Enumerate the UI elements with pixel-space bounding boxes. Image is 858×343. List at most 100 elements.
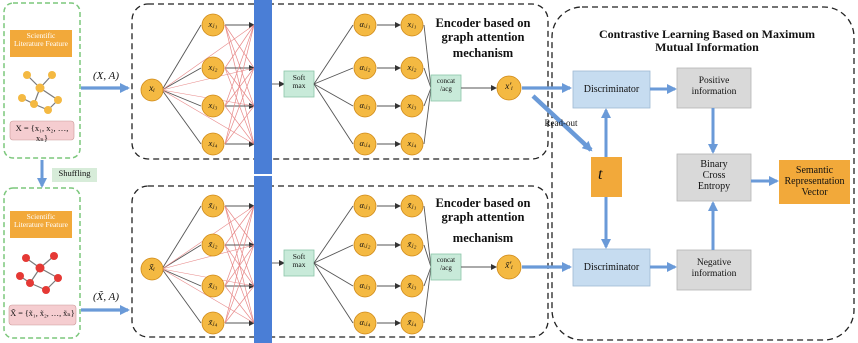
top-concat-label: concat/acg (431, 77, 461, 94)
top-cross-edge-4-2 (224, 67, 255, 145)
bottom-neighbor-node-2 (201, 233, 225, 257)
top-center-to-neighbor-3 (161, 89, 202, 107)
bottom-output-node-label: x̃′ᵢ (505, 261, 513, 272)
bottom-softmax-line1: Soft (292, 252, 306, 261)
top-neighbor-node-4 (201, 132, 225, 156)
top-weighted-node-4 (400, 132, 424, 156)
top-neighbor-node-1 (201, 13, 225, 37)
top-weighted-label-1: xⱼ₁ (407, 18, 417, 29)
top-softmax-to-alpha-4 (313, 83, 354, 145)
bottom-alpha-label-3: αᵢⱼ₃ (359, 279, 371, 290)
bottom-cross-edge-3-1 (224, 205, 255, 287)
top-neighbor-node-3 (201, 94, 225, 118)
top-softmax-line1: Soft (292, 73, 306, 82)
original-feature-panel (3, 2, 81, 159)
top-alpha-label-4: αᵢⱼ₄ (359, 137, 371, 148)
top-softmax-line2: max (292, 81, 306, 91)
feature-tag-top-line1: Scientific (26, 31, 56, 40)
top-cross-edge-2-1 (224, 24, 255, 69)
feature-tag-top (10, 30, 72, 57)
top-weighted-to-concat-1 (423, 24, 432, 89)
original-set-formula: X = {x₁, x₂, …, xₙ} (15, 123, 69, 143)
bottom-cross-edge-4-3 (224, 285, 255, 324)
top-neighbor-node-2 (201, 56, 225, 80)
top-alpha-label-1: αᵢⱼ₁ (359, 18, 371, 29)
top-encoder-title-line1: Encoder based on (435, 16, 531, 30)
bottom-neighbor-node-4 (201, 311, 225, 335)
top-encoder-title: Encoder based on graph attention mechani… (424, 16, 542, 60)
top-alpha-node-4 (353, 132, 377, 156)
bottom-neighbor-label-4: x̃ⱼ₄ (208, 316, 218, 327)
top-center-node-label: xᵢ (149, 84, 155, 95)
top-concat-line2: /acg (440, 84, 452, 93)
bottom-neighbor-node-1 (201, 194, 225, 218)
top-weighted-to-concat-3 (423, 87, 432, 107)
top-weighted-node-1 (400, 13, 424, 37)
top-softmax-box (283, 70, 315, 98)
semantic-line1: Semantic (795, 165, 834, 176)
contrastive-title: Contrastive Learning Based on Maximum Mu… (582, 27, 832, 55)
bottom-encoder-graph (140, 176, 522, 343)
top-alpha-label-2: αᵢⱼ₂ (359, 61, 371, 72)
shuffled-set-box (8, 304, 77, 326)
contrastive-title-line1: Contrastive Learning Based on Maximum (599, 27, 815, 41)
top-weighted-label-4: xⱼ₄ (407, 137, 417, 148)
top-output-node-label: x′ᵢ (505, 82, 513, 93)
bce-line3: Entropy (697, 181, 731, 193)
bottom-softmax-line2: max (292, 260, 306, 270)
bottom-cross-edge-4-2 (224, 244, 255, 324)
top-alpha-node-2 (353, 56, 377, 80)
literature-graph-orange-icon (18, 71, 62, 114)
bottom-alpha-node-2 (353, 233, 377, 257)
bottom-weighted-label-2: x̃ⱼ₂ (407, 238, 417, 249)
top-neighbor-label-2: xⱼ₂ (208, 61, 218, 72)
summary-vector-label: t⃗ (598, 166, 615, 183)
negative-information-box (676, 249, 752, 291)
bottom-weighted-label-3: x̃ⱼ₃ (407, 279, 417, 290)
bce-line1: Binary (700, 159, 728, 170)
readout-arrow (531, 94, 593, 152)
shuffling-label: Shuffling (58, 168, 91, 178)
top-discriminator-label: Discriminator (583, 84, 640, 95)
bottom-attention-bar (254, 176, 272, 343)
bottom-cross-edge-2-1 (224, 205, 255, 246)
bottom-encoder-title-line2: graph attention (441, 210, 525, 224)
top-alpha-node-3 (353, 94, 377, 118)
feature-tag-bottom-line2: Literature Feature (14, 220, 68, 230)
bottom-weighted-to-concat-4 (423, 266, 432, 324)
semantic-line3: Vector (801, 187, 828, 199)
feature-tag-top-line2: Literature Feature (14, 39, 68, 49)
bottom-cross-edge-4-1 (224, 205, 255, 324)
top-center-to-neighbor-1 (161, 24, 202, 91)
top-weighted-label-2: xⱼ₂ (407, 61, 417, 72)
bottom-encoder-panel (131, 185, 549, 338)
bottom-alpha-node-3 (353, 274, 377, 298)
top-cross-edge-4-1 (224, 24, 255, 145)
negative-info-label: Negative information (677, 258, 751, 279)
top-encoder-graph (140, 0, 522, 174)
bottom-encoder-title-line1: Encoder based on (435, 196, 531, 210)
top-center-to-bar-1 (161, 24, 255, 91)
shuffled-feature-panel (3, 187, 81, 339)
top-center-to-neighbor-2 (161, 67, 202, 91)
bottom-neighbor-label-1: x̃ⱼ₁ (208, 199, 218, 210)
readout-label: Read-out (544, 118, 578, 128)
bottom-concat-label: concat/acg (431, 256, 461, 273)
bottom-concat-line2: /acg (440, 263, 452, 272)
top-alpha-node-1 (353, 13, 377, 37)
top-alpha-label-3: αᵢⱼ₃ (359, 99, 371, 110)
bottom-softmax-box (283, 249, 315, 277)
top-center-node (140, 78, 164, 102)
top-encoder-title-line2: graph attention (441, 30, 525, 44)
bottom-softmax-to-alpha-2 (313, 244, 354, 264)
feature-tag-bottom-text: Scientific Literature Feature (10, 212, 72, 230)
top-weighted-node-2 (400, 56, 424, 80)
bottom-weighted-to-concat-1 (423, 205, 432, 268)
feature-tag-bottom (10, 211, 72, 238)
feature-tag-bottom-line1: Scientific (26, 212, 56, 221)
bottom-neighbor-label-2: x̃ⱼ₂ (208, 238, 218, 249)
bottom-discriminator-label: Discriminator (583, 262, 640, 273)
bottom-softmax-to-alpha-1 (313, 205, 354, 264)
bottom-weighted-to-concat-2 (423, 244, 432, 268)
